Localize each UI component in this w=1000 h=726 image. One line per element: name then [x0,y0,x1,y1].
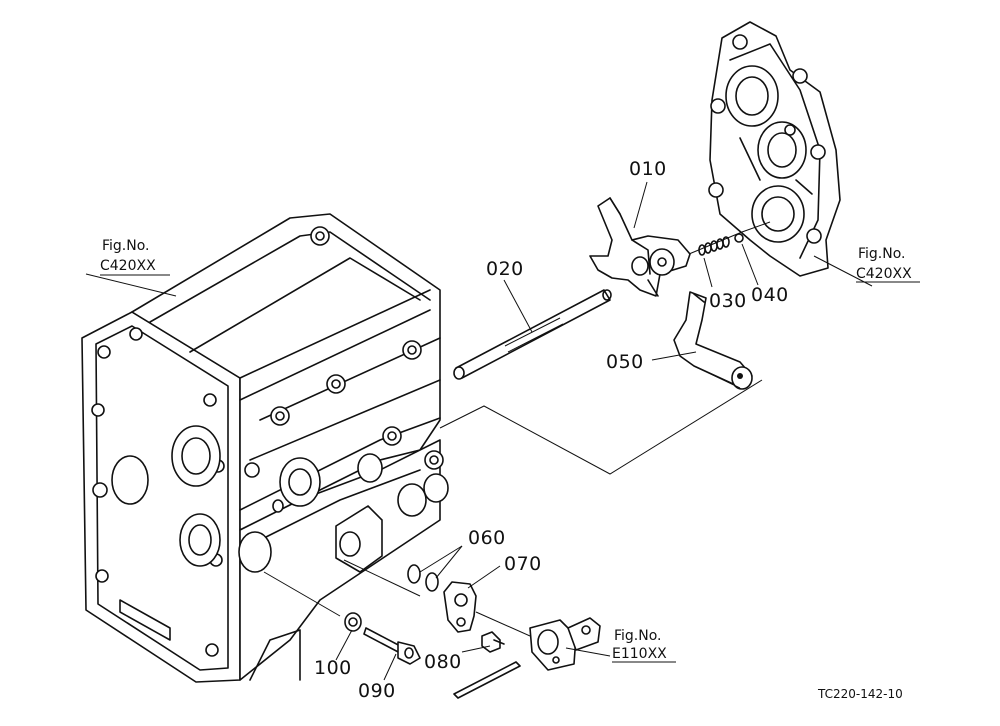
shift-arm [673,291,753,390]
assembly-line [688,221,771,255]
fig-ref-prefix: Fig.No. [614,628,662,644]
part-label-060: 060 [468,527,506,549]
fig-ref-prefix: Fig.No. [102,238,150,254]
fig-ref-code: E110XX [612,646,667,662]
part-label-010: 010 [629,158,667,180]
part-label-050: 050 [606,351,644,373]
o-rings [407,564,439,592]
part-label-090: 090 [358,680,396,702]
detent-ball [734,233,744,243]
lock-plate [443,581,477,633]
assembly-guide-line [439,379,763,475]
shift-fork [589,197,691,297]
bolt-090 [363,627,421,665]
fig-ref-code: C420XX [856,266,912,282]
fig-ref-prefix: Fig.No. [858,246,906,262]
leader-lines [85,181,873,681]
assembly-line [475,611,531,637]
joint-lever [529,617,601,671]
fig-ref-code: C420XX [100,258,156,274]
part-label-040: 040 [751,284,789,306]
spring-pin [453,661,521,699]
washer-100 [344,612,362,632]
transmission-case [81,213,449,683]
drawing-code: TC220-142-10 [817,687,903,701]
assembly-line [263,571,341,617]
bolt-080 [481,631,505,653]
part-label-070: 070 [504,553,542,575]
shift-rod [453,289,612,380]
part-label-080: 080 [424,651,462,673]
assembly-line [343,559,421,597]
part-label-020: 020 [486,258,524,280]
rear-cover [708,21,841,277]
part-label-030: 030 [709,290,747,312]
part-label-100: 100 [314,657,352,679]
